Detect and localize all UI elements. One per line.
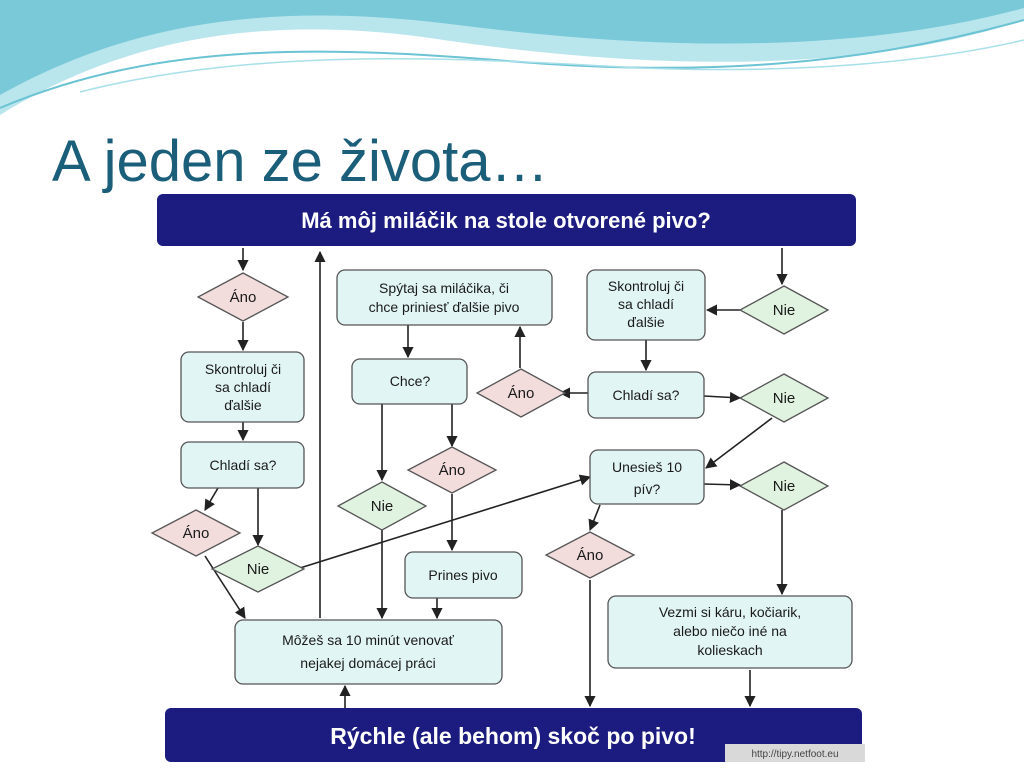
box-cooling-right: Chladí sa?	[587, 371, 705, 419]
box-ask-darling-line-2: chce priniesť ďalšie pivo	[369, 299, 520, 315]
box-housework-line-1: Môžeš sa 10 minút venovať	[282, 632, 455, 648]
decision-no-2: Nie	[336, 481, 428, 531]
box-check-left-line-1: Skontroluj či	[205, 361, 281, 377]
decision-yes-5-label: Áno	[577, 547, 604, 564]
top-question-text: Má môj miláčik na stole otvorené pivo?	[301, 208, 711, 233]
decision-yes-2-label: Áno	[183, 525, 210, 542]
box-check-right: Skontroluj či sa chladí ďalšie	[586, 269, 706, 341]
box-bring-beer-line-1: Prines pivo	[428, 567, 497, 583]
watermark-url: http://tipy.netfoot.eu	[751, 749, 838, 760]
header-wave-decoration	[0, 0, 1024, 115]
box-cooling-left: Chladí sa?	[180, 441, 305, 489]
box-cooling-right-line-1: Chladí sa?	[613, 387, 680, 403]
box-bring-beer: Prines pivo	[404, 551, 523, 599]
box-ask-darling-line-1: Spýtaj sa miláčika, či	[379, 280, 509, 296]
top-question-bar: Má môj miláčik na stole otvorené pivo?	[157, 194, 856, 246]
box-check-left-line-3: ďalšie	[224, 397, 262, 413]
decision-no-5: Nie	[738, 461, 830, 511]
bottom-action-text: Rýchle (ale behom) skoč po pivo!	[330, 723, 696, 749]
decision-no-1-label: Nie	[247, 561, 270, 578]
box-carry-ten-line-2: pív?	[634, 481, 661, 497]
box-check-left-line-2: sa chladí	[215, 379, 271, 395]
decision-no-5-label: Nie	[773, 478, 796, 495]
decision-yes-4-label: Áno	[508, 385, 535, 402]
box-wants: Chce?	[351, 358, 468, 405]
box-take-cart-line-3: kolieskach	[697, 642, 762, 658]
box-carry-ten-line-1: Unesieš 10	[612, 459, 682, 475]
flowchart-connectors	[204, 248, 788, 708]
box-check-left: Skontroluj či sa chladí ďalšie	[180, 351, 305, 423]
decision-yes-3-label: Áno	[439, 462, 466, 479]
box-wants-line-1: Chce?	[390, 373, 431, 389]
box-check-right-line-3: ďalšie	[627, 314, 665, 330]
bottom-action-bar: Rýchle (ale behom) skoč po pivo! http://…	[165, 708, 865, 762]
box-take-cart-line-1: Vezmi si káru, kočiarik,	[659, 604, 801, 620]
box-ask-darling: Spýtaj sa miláčika, či chce priniesť ďal…	[336, 269, 553, 326]
box-take-cart-line-2: alebo niečo iné na	[673, 623, 787, 639]
decision-no-1: Nie	[210, 545, 306, 593]
decision-no-4-label: Nie	[773, 390, 796, 407]
box-take-cart: Vezmi si káru, kočiarik, alebo niečo iné…	[607, 595, 853, 669]
box-check-right-line-2: sa chladí	[618, 296, 674, 312]
decision-no-4: Nie	[738, 373, 830, 423]
box-check-right-line-1: Skontroluj či	[608, 278, 684, 294]
decision-yes-5: Áno	[544, 531, 636, 579]
box-housework-line-2: nejakej domácej práci	[300, 655, 435, 671]
decision-no-2-label: Nie	[371, 498, 394, 515]
decision-yes-3: Áno	[406, 446, 498, 494]
box-housework: Môžeš sa 10 minút venovať nejakej domáce…	[234, 619, 503, 685]
slide-title: A jeden ze života…	[52, 129, 549, 194]
box-carry-ten: Unesieš 10 pív?	[589, 449, 705, 505]
decision-yes-2: Áno	[150, 509, 242, 557]
decision-no-3: Nie	[738, 285, 830, 335]
decision-yes-1: Áno	[196, 272, 290, 322]
decision-no-3-label: Nie	[773, 302, 796, 319]
decision-yes-1-label: Áno	[230, 289, 257, 306]
decision-yes-4: Áno	[475, 368, 567, 418]
box-cooling-left-line-1: Chladí sa?	[210, 457, 277, 473]
